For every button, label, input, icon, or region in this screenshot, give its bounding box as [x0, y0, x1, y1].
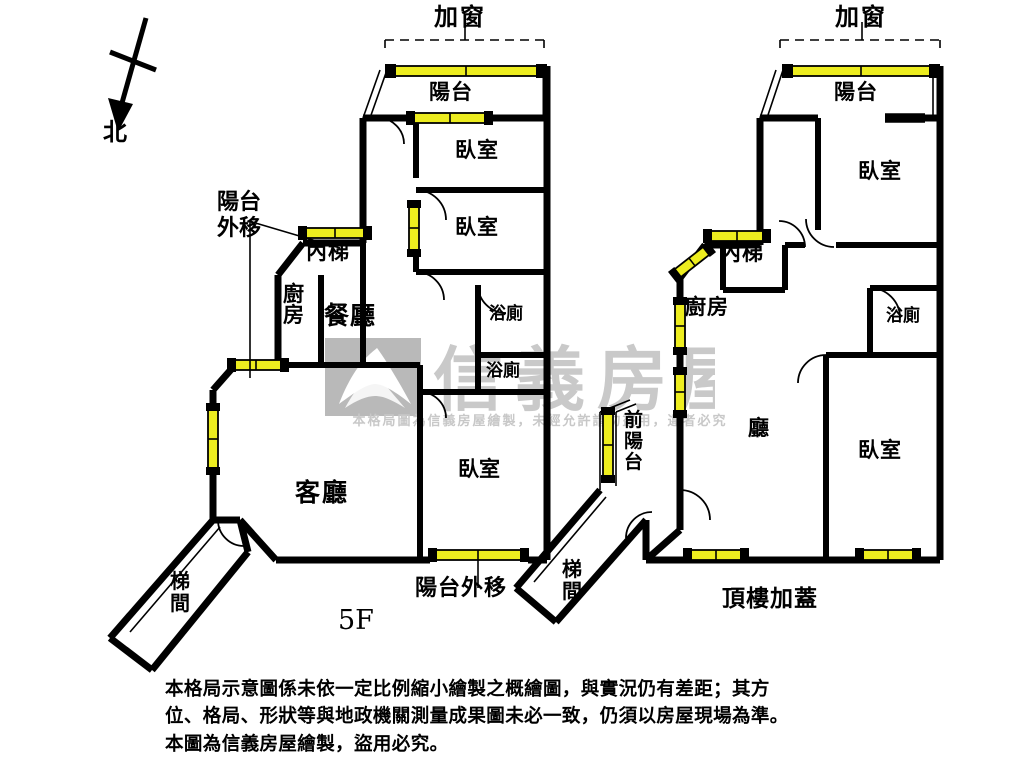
add-window-bracket-right [779, 22, 941, 48]
right-stairwell [513, 487, 650, 625]
balcony-relocate-label-left: 陽台 外移 [217, 190, 262, 241]
left-bath-1-label: 浴廁 [489, 304, 523, 324]
right-front-balcony-label: 前 陽 台 [624, 409, 644, 473]
disclaimer-line-3: 本圖為信義房屋繪製，盜用必究。 [165, 733, 449, 755]
left-balcony-window [385, 64, 547, 78]
right-bedroom-1-label: 臥室 [858, 159, 902, 183]
left-bedroom-3-label: 臥室 [458, 457, 500, 481]
right-kitchen-label: 廚房 [685, 295, 729, 319]
left-dining-label: 餐廳 [324, 301, 377, 330]
left-stairwell [107, 517, 252, 673]
right-unit-windows [599, 229, 921, 562]
left-bedroom-1-label: 臥室 [455, 138, 499, 162]
right-hall-label: 廳 [748, 416, 770, 440]
left-living-label: 客廳 [295, 478, 350, 507]
left-unit-partitions [413, 118, 547, 560]
floor-label: 5F [338, 605, 374, 636]
disclaimer-line-1: 本格局示意圖係未依一定比例縮小繪製之概繪圖，與實況仍有差距；其方 [165, 679, 770, 700]
balcony-relocate-label-bottom: 陽台外移 [415, 576, 508, 601]
left-bath-2-label: 浴廁 [486, 361, 520, 381]
left-stairwell-label: 梯 間 [170, 569, 190, 616]
right-inner-stair-label: 內梯 [720, 241, 764, 265]
right-unit-partitions [677, 118, 940, 560]
balcony-relocate-leader-left [249, 221, 341, 378]
north-arrow-icon [108, 17, 157, 132]
right-stairwell-label: 梯 間 [562, 557, 582, 604]
left-unit-windows [206, 111, 529, 588]
right-balcony-label: 陽台 [834, 80, 878, 104]
left-inner-stair-label: 內梯 [306, 240, 350, 264]
right-unit-doors [625, 218, 901, 539]
north-label: 北 [103, 118, 129, 146]
right-balcony-window [782, 64, 940, 78]
left-kitchen-label: 廚 房 [283, 282, 305, 328]
add-window-bracket-left [384, 22, 545, 48]
left-balcony-label: 陽台 [429, 80, 473, 104]
disclaimer-line-2: 位、格局、形狀等與地政機關測量成果圖未必一致，仍須以房屋現場為準。 [165, 706, 789, 728]
add-window-label-left: 加窗 [434, 3, 486, 31]
right-bath-1-label: 浴廁 [886, 306, 920, 326]
rooftop-addition-label: 頂樓加蓋 [722, 586, 818, 612]
right-bedroom-2-label: 臥室 [858, 438, 902, 462]
left-unit-doors [217, 117, 507, 547]
left-bedroom-2-label: 臥室 [455, 215, 499, 239]
add-window-label-right: 加窗 [835, 3, 887, 31]
disclaimer-text: 本格局示意圖係未依一定比例縮小繪製之概繪圖，與實況仍有差距；其方 位、格局、形狀… [165, 676, 905, 758]
